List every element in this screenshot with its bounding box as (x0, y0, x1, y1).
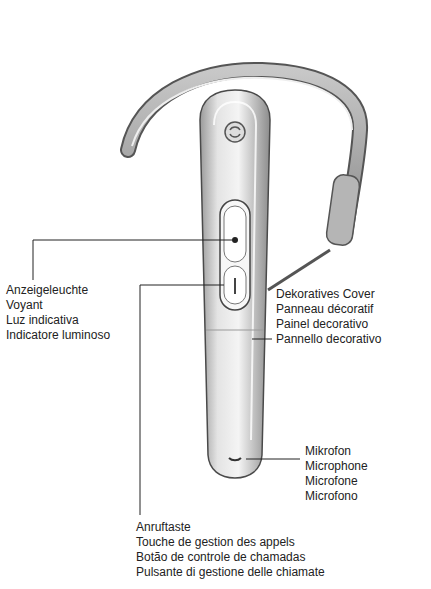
part-label: Microfono (305, 489, 358, 504)
ear-pad (325, 174, 360, 247)
leader-line (140, 285, 224, 515)
part-label: Mikrofon (305, 444, 351, 459)
indicator-light (232, 237, 238, 243)
part-label: Dekoratives Cover (276, 287, 375, 302)
hook-arm (268, 250, 330, 290)
part-label: Painel decorativo (276, 317, 368, 332)
body-highlight (214, 102, 256, 440)
part-label: Anzeigeleuchte (6, 283, 88, 298)
part-label: Botão de controle de chamadas (136, 550, 305, 565)
part-label: Indicatore luminoso (6, 328, 110, 343)
part-label: Panneau décoratif (276, 302, 373, 317)
call-button-frame (220, 200, 250, 310)
part-label: Anruftaste (136, 520, 191, 535)
logo-mark (230, 127, 240, 137)
headset-body (200, 90, 270, 478)
part-label: Voyant (6, 298, 43, 313)
part-label: Pannello decorativo (276, 332, 381, 347)
logo (225, 122, 245, 142)
leader-line (252, 339, 272, 340)
indicator-panel (224, 206, 246, 262)
button-mark (234, 278, 236, 294)
decorative-cover-edge (206, 330, 264, 331)
call-button (224, 266, 246, 304)
part-label: Luz indicativa (6, 313, 79, 328)
part-label: Pulsante di gestione delle chiamate (136, 565, 325, 580)
part-label: Touche de gestion des appels (136, 535, 295, 550)
leader-line (246, 459, 300, 460)
leader-line (33, 240, 232, 280)
part-label: Microphone (305, 459, 368, 474)
part-label: Microfone (305, 474, 358, 489)
microphone-slot (229, 458, 241, 460)
